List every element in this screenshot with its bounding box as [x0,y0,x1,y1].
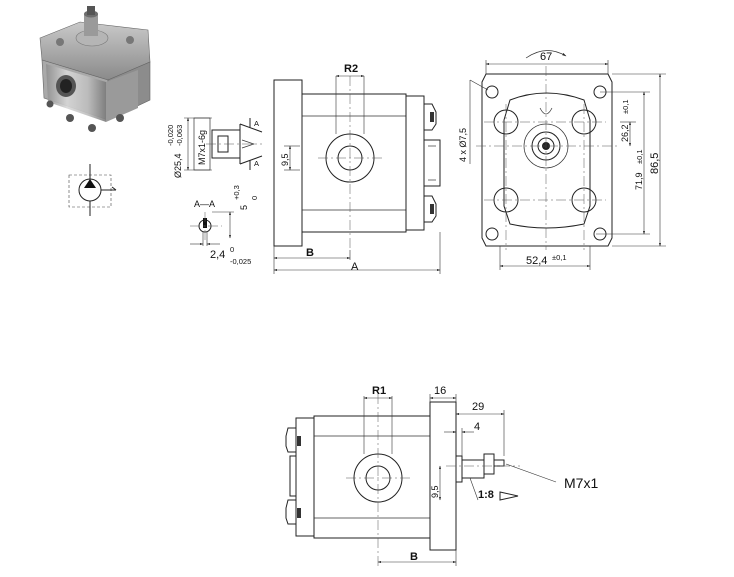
rear-flange-label: 16 [434,385,446,397]
front-bottom-label: 52,4 [526,255,547,267]
shaft-thread-label: M7x1-6g [197,130,207,165]
front-height-label: 86,5 [649,153,661,174]
shaft-diameter-label: Ø25,4 [173,153,183,178]
front-dim71-tol: ±0,1 [635,149,644,164]
key-height-tol-upper: +0,3 [232,185,241,200]
key-width-label: 2,4 [210,249,225,261]
side-dim-b-label: B [306,247,314,259]
key-height-tol-lower: 0 [250,196,259,200]
rear-dim-b-label: B [410,551,418,563]
rear-shaft-len-label: 29 [472,401,484,413]
section-label: A—A [194,199,215,209]
key-width-tol-lower: -0,025 [230,257,251,266]
rear-thread-label: M7x1 [564,475,598,491]
rear-view [285,394,557,566]
hydraulic-pump-symbol [68,164,117,216]
section-mark-bottom: A [254,159,259,168]
side-dim-a-label: A [351,261,359,273]
rear-port-label: R1 [372,385,386,397]
shaft-diameter-tol-lower: -0,063 [175,125,184,146]
key-width-tol-upper: 0 [230,245,234,254]
front-dim71-label: 71,9 [634,172,644,190]
shaft-detail [184,117,263,246]
front-view [469,50,666,270]
rear-taper-label: 1:8 [478,489,494,501]
front-bottom-tol: ±0,1 [552,253,567,262]
key-height-label: 5 [239,205,249,210]
front-dim26-tol: ±0,1 [621,99,630,114]
side-view [273,74,441,274]
rear-shaft-height-label: 9,5 [430,485,440,498]
section-mark-top: A [254,119,259,128]
rear-key-len-label: 4 [474,421,480,433]
side-shaft-height-label: 9,5 [280,153,290,166]
side-port-label: R2 [344,63,358,75]
front-holes-label: 4 x Ø7,5 [458,128,468,162]
pump-photo [39,6,151,132]
front-dim26-label: 26,2 [620,124,630,142]
front-width-label: 67 [540,51,552,63]
shaft-diameter-tol-upper: -0,020 [166,125,175,146]
